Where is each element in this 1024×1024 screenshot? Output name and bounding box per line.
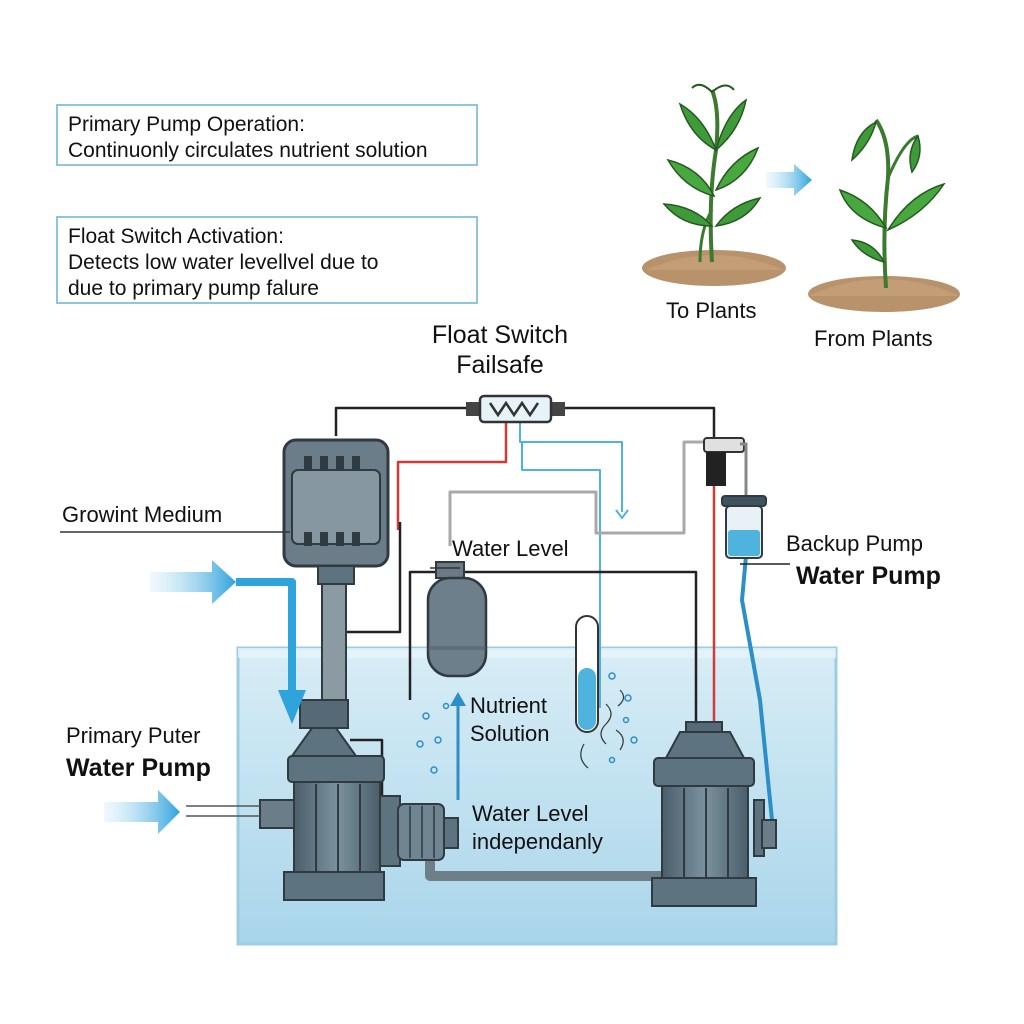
controller-box (282, 438, 390, 705)
nutrient-solution-label: Nutrient Solution (470, 692, 550, 748)
primary-pump-operation-title: Primary Pump Operation: (68, 113, 305, 136)
float-switch-activation-line2: due to primary pump falure (68, 277, 319, 300)
primary-pump (186, 699, 459, 901)
float-switch-activation-box: Float Switch Activation: Detects low wat… (56, 216, 478, 304)
inlet-arrow-top (150, 560, 236, 604)
water-level-top-label: Water Level (452, 536, 569, 561)
water-level-bottom-line2: independanly (472, 829, 603, 854)
float-switch-failsafe-line2: Failsafe (456, 351, 544, 379)
plant-left (642, 83, 786, 286)
float-switch-activation-title: Float Switch Activation: (68, 225, 284, 248)
downward-flow-arrow (236, 578, 296, 690)
inlet-arrow-bottom (104, 790, 180, 834)
flow-arrows (104, 164, 812, 834)
float-device (426, 561, 488, 678)
from-plants-label: From Plants (814, 326, 933, 351)
float-switch-activation-line1: Detects low water levellvel due to (68, 251, 379, 274)
bubbles (416, 672, 638, 774)
plant-right (808, 118, 960, 312)
primary-pump-operation-box: Primary Pump Operation: Continuonly circ… (56, 104, 478, 166)
backup-pump-label: Backup Pump Water Pump (786, 528, 941, 592)
growing-medium-label: Growint Medium (62, 502, 223, 527)
water-level-bottom-line1: Water Level (472, 801, 589, 826)
sensor-down-arrow (615, 509, 629, 520)
primary-pump-line1: Primary Puter (66, 723, 201, 748)
backup-pump-line1: Backup Pump (786, 531, 923, 556)
water-level-bottom-label: Water Level independanly (472, 800, 603, 856)
backup-pump (651, 721, 777, 907)
float-switch-failsafe-label: Float Switch Failsafe (412, 320, 588, 380)
nutrient-solution-line1: Nutrient (470, 693, 548, 718)
sensor-tube (575, 615, 625, 769)
primary-pump-line2: Water Pump (66, 754, 211, 782)
to-plants-label: To Plants (666, 298, 757, 323)
primary-pump-label: Primary Puter Water Pump (66, 720, 211, 784)
primary-pump-operation-text: Continuonly circulates nutrient solution (68, 139, 428, 162)
wiring (334, 406, 774, 881)
float-switch-sensor (466, 394, 565, 424)
nutrient-solution-line2: Solution (470, 721, 550, 746)
plants-arrow (766, 164, 812, 196)
backup-pump-line2: Water Pump (796, 562, 941, 590)
backup-float-unit (703, 437, 790, 565)
float-switch-failsafe-line1: Float Switch (431, 321, 569, 349)
